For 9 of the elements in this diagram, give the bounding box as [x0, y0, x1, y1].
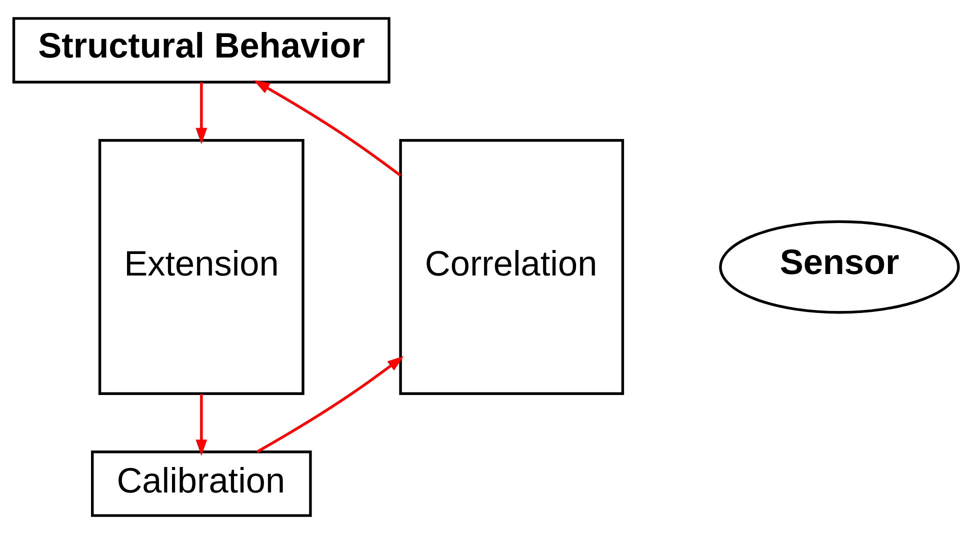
arrow	[256, 356, 404, 453]
node-box: Structural Behavior	[12, 16, 390, 83]
arrow	[196, 82, 208, 144]
arrow	[254, 80, 402, 176]
arrow	[196, 394, 208, 456]
node-ellipse: Sensor	[719, 220, 960, 314]
node-box: Correlation	[399, 138, 624, 395]
node-box: Calibration	[91, 450, 312, 516]
node-box: Extension	[98, 138, 304, 395]
